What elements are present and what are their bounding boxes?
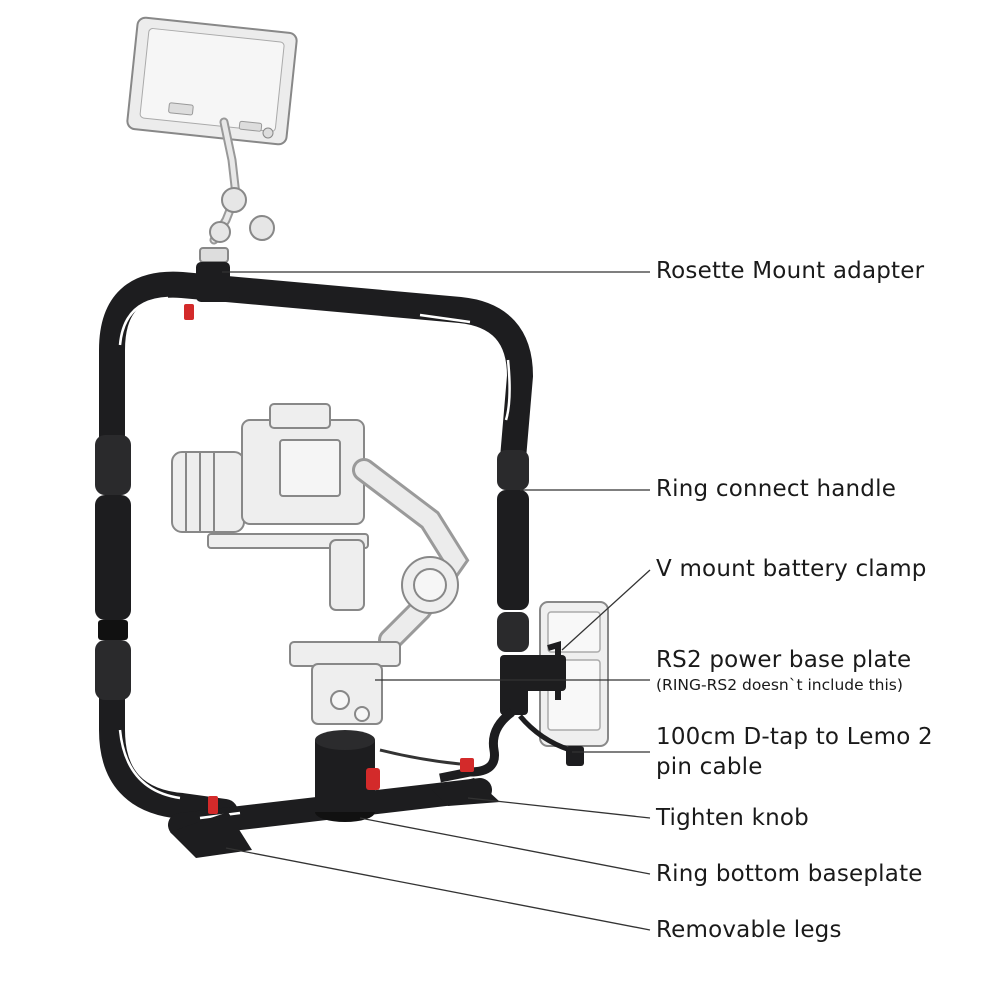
callout-ring-bottom-baseplate: Ring bottom baseplate [656, 861, 923, 887]
bottom-assembly [168, 730, 500, 858]
leader-ring-bottom-baseplate [359, 817, 651, 875]
callout-removable-legs: Removable legs [656, 917, 842, 943]
leader-v-mount-battery-clamp [561, 569, 651, 651]
leader-tighten-knob [467, 797, 651, 819]
leader-removable-legs [225, 847, 651, 931]
callout-tighten-knob: Tighten knob [656, 805, 809, 831]
gimbal-camera-illustration [171, 403, 470, 725]
callout-rs2-power-base-plate-note: (RING-RS2 doesn`t include this) [656, 676, 903, 694]
monitor-illustration [126, 16, 298, 263]
callout-dtap-lemo-cable-line-2: pin cable [656, 754, 763, 780]
callout-dtap-lemo-cable-line-1: 100cm D-tap to Lemo 2 [656, 724, 933, 750]
callout-rosette-mount-adapter: Rosette Mount adapter [656, 258, 925, 284]
v-mount-battery-illustration [539, 601, 609, 747]
ring-frame [95, 262, 584, 825]
leader-lines [222, 271, 651, 931]
callout-v-mount-battery-clamp: V mount battery clamp [656, 556, 927, 582]
callout-ring-connect-handle: Ring connect handle [656, 476, 897, 502]
callout-rs2-power-base-plate: RS2 power base plate [656, 647, 912, 673]
